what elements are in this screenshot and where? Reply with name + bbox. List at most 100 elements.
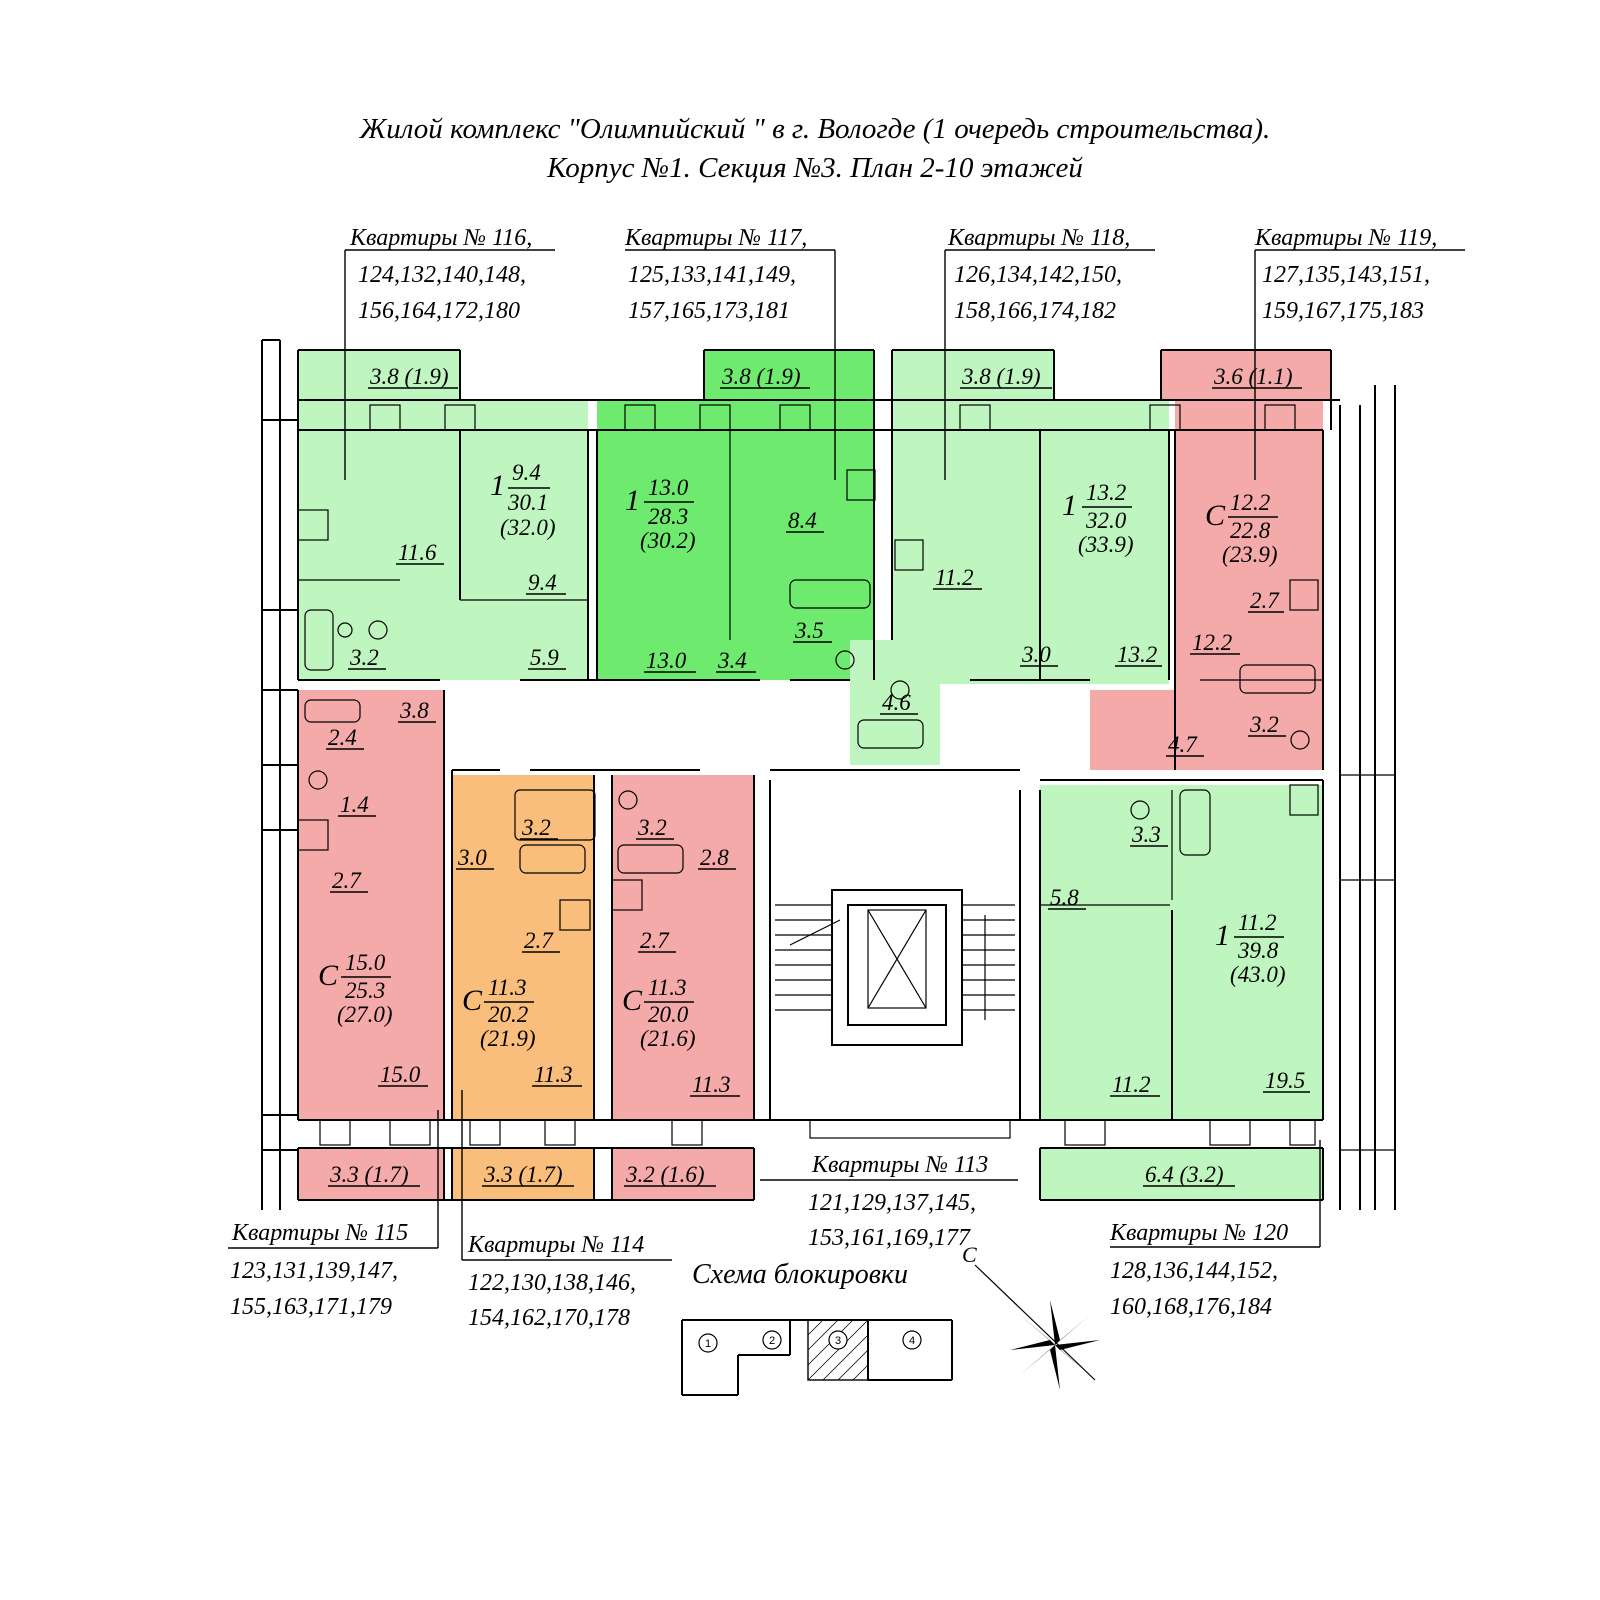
apt-120-balcony: 6.4 (3.2) — [1145, 1162, 1224, 1187]
scheme-section-1: 1 — [705, 1338, 711, 1350]
apartment-117-header: Квартиры № 117, 125,133,141,149, 157,165… — [624, 225, 807, 324]
apt-113-kitchen: 2.7 — [640, 928, 670, 953]
apt-113-total: 20.0 — [648, 1002, 689, 1027]
leader-lines — [228, 249, 1465, 1261]
apt-120-kitchen: 11.2 — [1112, 1072, 1151, 1097]
apt-114-hall: 3.0 — [457, 845, 487, 870]
scheme-section-3: 3 — [835, 1335, 841, 1347]
apt-118-hall: 3.0 — [1021, 642, 1051, 667]
apt-117-numbers-1: 125,133,141,149, — [628, 262, 796, 288]
apt-120-hall: 5.8 — [1050, 885, 1079, 910]
apartment-114-fill — [452, 775, 594, 1200]
apt-117-bath: 3.5 — [794, 618, 824, 643]
apt-117-total: 28.3 — [648, 504, 688, 529]
apt-114-numbers-1: 122,130,138,146, — [468, 1270, 636, 1296]
apt-120-living: 11.2 — [1238, 910, 1277, 935]
apt-118-title: Квартиры № 118, — [947, 225, 1130, 251]
apt-118-bath: 4.6 — [882, 690, 911, 715]
apt-119-bath: 3.2 — [1249, 712, 1279, 737]
apt-118-room-area: 13.2 — [1117, 642, 1157, 667]
apt-117-rooms: 1 — [625, 484, 640, 517]
apt-116-total: 30.1 — [507, 490, 548, 515]
apartment-116-labels: 3.8 (1.9) 1 9.4 30.1 (32.0) 11.6 9.4 3.2… — [348, 364, 566, 670]
apartment-119-fill — [1090, 350, 1331, 770]
apartment-118-fill — [850, 350, 1169, 765]
apt-118-rooms: 1 — [1062, 489, 1077, 522]
apt-114-room-area: 11.3 — [534, 1062, 573, 1087]
apt-113-total-balcony: (21.6) — [640, 1026, 696, 1051]
apt-114-title: Квартиры № 114 — [467, 1232, 644, 1258]
apt-115-numbers-2: 155,163,171,179 — [230, 1294, 392, 1320]
apt-119-hall: 4.7 — [1168, 732, 1198, 757]
apt-117-kitchen: 8.4 — [788, 508, 817, 533]
apt-120-total: 39.8 — [1237, 938, 1279, 963]
apt-113-bath: 3.2 — [637, 815, 667, 840]
scheme-section-4: 4 — [909, 1335, 915, 1347]
sanitary-fixtures — [304, 579, 1316, 874]
apt-116-bath: 3.2 — [349, 645, 379, 670]
apt-114-bath: 3.2 — [521, 815, 551, 840]
apt-116-balcony: 3.8 (1.9) — [369, 364, 449, 389]
apartment-120-fill — [1040, 785, 1323, 1200]
apartment-120-header: Квартиры № 120 128,136,144,152, 160,168,… — [1109, 1220, 1288, 1320]
title-line-2: Корпус №1. Секция №3. План 2-10 этажей — [546, 152, 1083, 184]
apt-117-balcony: 3.8 (1.9) — [721, 364, 801, 389]
apt-115-kitchen: 2.7 — [332, 868, 362, 893]
apartment-114-labels: 3.2 3.0 2.7 С 11.3 20.2 (21.9) 11.3 3.3 … — [456, 815, 582, 1187]
apt-113-title: Квартиры № 113 — [811, 1152, 988, 1178]
apt-117-numbers-2: 157,165,173,181 — [628, 298, 790, 324]
apartment-113-header: Квартиры № 113 121,129,137,145, 153,161,… — [808, 1152, 988, 1251]
apartment-115-header: Квартиры № 115 123,131,139,147, 155,163,… — [230, 1220, 408, 1320]
apt-120-title: Квартиры № 120 — [1109, 1220, 1288, 1246]
apt-117-title: Квартиры № 117, — [624, 225, 807, 251]
apartment-113-fill — [612, 775, 754, 1200]
apt-113-numbers-1: 121,129,137,145, — [808, 1190, 976, 1216]
apt-114-living: 11.3 — [488, 975, 527, 1000]
apt-118-numbers-2: 158,166,174,182 — [954, 298, 1116, 324]
apt-113-hall: 2.8 — [700, 845, 729, 870]
apt-114-total-balcony: (21.9) — [480, 1026, 536, 1051]
apt-119-total-balcony: (23.9) — [1222, 542, 1278, 567]
apt-118-balcony: 3.8 (1.9) — [961, 364, 1041, 389]
apt-116-hall: 5.9 — [530, 645, 559, 670]
apt-120-total-balcony: (43.0) — [1230, 962, 1286, 987]
apt-115-bath: 2.4 — [328, 725, 357, 750]
apt-120-rooms: 1 — [1215, 919, 1230, 952]
apt-116-numbers-1: 124,132,140,148, — [358, 262, 526, 288]
apt-117-total-balcony: (30.2) — [640, 528, 696, 553]
apt-118-total-balcony: (33.9) — [1078, 532, 1134, 557]
apt-114-balcony: 3.3 (1.7) — [483, 1162, 563, 1187]
apt-114-kitchen: 2.7 — [524, 928, 554, 953]
apartment-118-header: Квартиры № 118, 126,134,142,150, 158,166… — [947, 225, 1130, 324]
apt-115-living: 15.0 — [345, 950, 386, 975]
apt-119-numbers-1: 127,135,143,151, — [1262, 262, 1430, 288]
apt-116-living: 9.4 — [512, 460, 541, 485]
apartment-117-fill — [597, 350, 874, 680]
apt-119-balcony: 3.6 (1.1) — [1213, 364, 1293, 389]
apt-119-living: 12.2 — [1230, 490, 1270, 515]
apartment-116-fill — [298, 350, 588, 680]
apartment-119-header: Квартиры № 119, 127,135,143,151, 159,167… — [1254, 225, 1437, 324]
stair-elevator-core — [775, 889, 1015, 1139]
apt-114-total: 20.2 — [488, 1002, 528, 1027]
apt-115-total: 25.3 — [345, 978, 385, 1003]
apt-119-room-area: 12.2 — [1192, 630, 1232, 655]
apt-113-rooms: С — [622, 984, 643, 1017]
apartment-115-labels: 3.8 2.4 1.4 2.7 С 15.0 25.3 (27.0) 15.0 … — [318, 698, 436, 1187]
apt-119-rooms: С — [1205, 499, 1226, 532]
apt-119-numbers-2: 159,167,175,183 — [1262, 298, 1424, 324]
apartment-117-labels: 3.8 (1.9) 1 13.0 28.3 (30.2) 8.4 3.5 13.… — [625, 364, 832, 673]
apt-116-total-balcony: (32.0) — [500, 515, 556, 540]
apt-115-total-balcony: (27.0) — [337, 1002, 393, 1027]
apt-115-rooms: С — [318, 959, 339, 992]
apt-115-title: Квартиры № 115 — [231, 1220, 408, 1246]
scheme-title: Схема блокировки — [692, 1259, 908, 1290]
building-walls — [261, 339, 1396, 1210]
apt-115-room-area: 15.0 — [380, 1062, 421, 1087]
apt-117-room-area: 13.0 — [646, 648, 687, 673]
apt-120-numbers-2: 160,168,176,184 — [1110, 1294, 1272, 1320]
apt-118-kitchen: 11.2 — [935, 565, 974, 590]
apt-116-kitchen: 11.6 — [398, 540, 437, 565]
apartment-119-labels: 3.6 (1.1) С 12.2 22.8 (23.9) 2.7 12.2 3.… — [1166, 364, 1302, 757]
